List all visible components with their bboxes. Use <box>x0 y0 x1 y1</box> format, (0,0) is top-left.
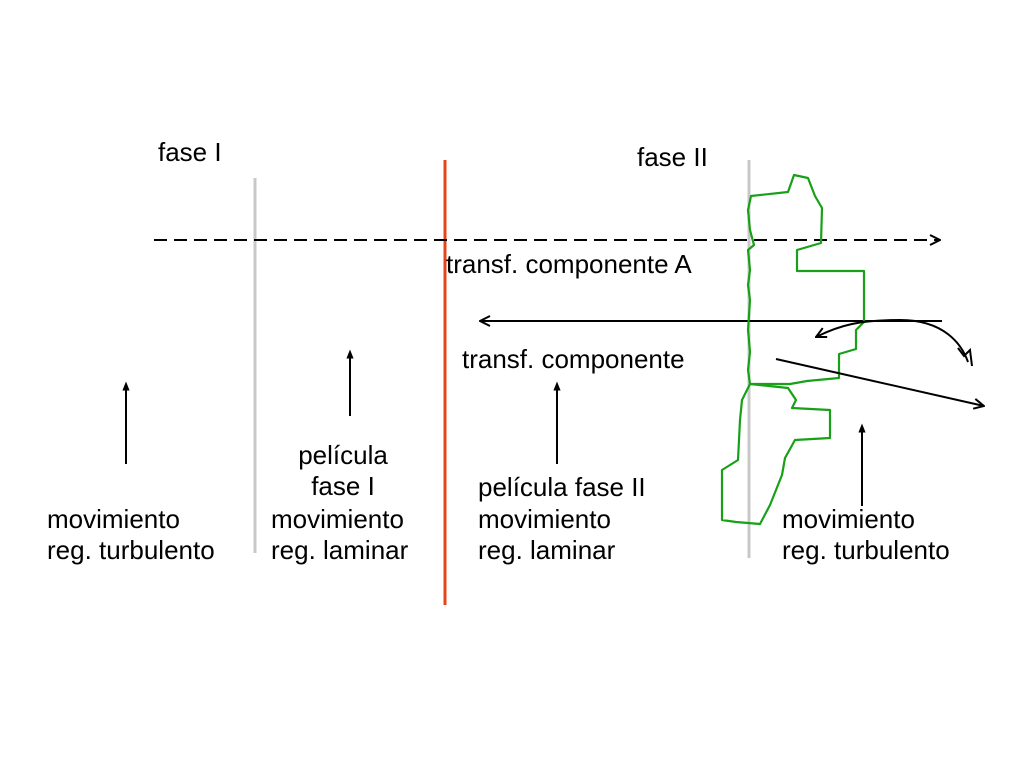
film-phase-2-label: película fase II <box>478 472 646 502</box>
film-phase-1-line-1: película <box>298 440 388 470</box>
region-2-label: movimiento reg. laminar <box>271 504 408 566</box>
phase-2-label: fase II <box>637 142 708 172</box>
curved-arrow-tail <box>957 347 973 367</box>
phase-1-label: fase I <box>158 137 222 167</box>
film-phase-1-line-2: fase I <box>311 471 375 501</box>
region-2-line-2: reg. laminar <box>271 535 409 565</box>
transfer-a-label: transf. componente A <box>446 249 692 279</box>
region-3-line-2: reg. laminar <box>478 535 616 565</box>
region-1-line-1: movimiento <box>47 504 180 534</box>
hand-drawn-scribble-lower <box>720 382 832 526</box>
region-4-label: movimiento reg. turbulento <box>782 504 950 566</box>
region-1-line-2: reg. turbulento <box>47 535 215 565</box>
region-2-line-1: movimiento <box>271 504 404 534</box>
region-4-line-2: reg. turbulento <box>782 535 950 565</box>
transfer-b-label: transf. componente <box>462 344 685 374</box>
film-phase-1-label: película fase I <box>284 440 402 502</box>
region-3-line-1: movimiento <box>478 504 611 534</box>
region-4-line-1: movimiento <box>782 504 915 534</box>
region-3-label: movimiento reg. laminar <box>478 504 615 566</box>
diagonal-arrow <box>775 358 984 406</box>
region-1-label: movimiento reg. turbulento <box>47 504 215 566</box>
curved-arrow <box>816 318 969 363</box>
hand-drawn-scribble-upper <box>746 173 866 386</box>
